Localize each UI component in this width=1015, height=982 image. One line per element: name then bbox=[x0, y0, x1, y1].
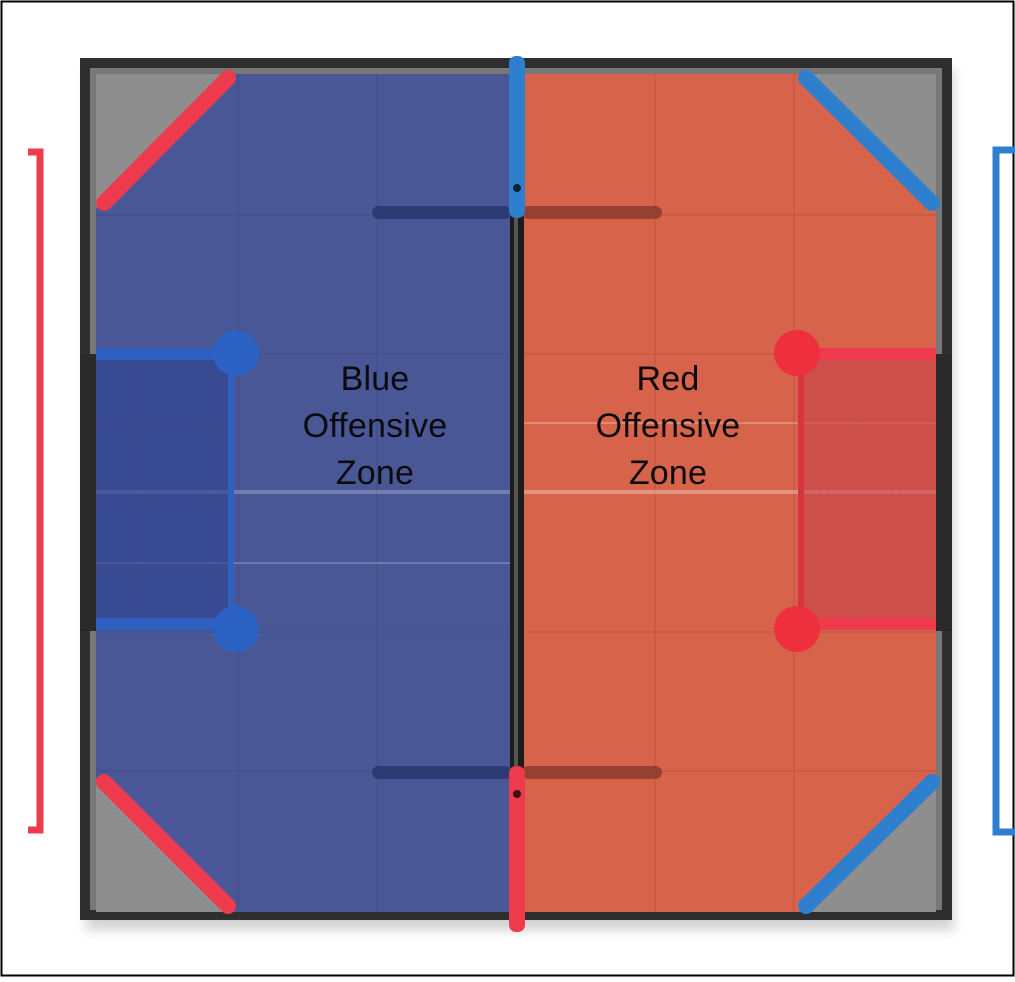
center-top-pipe bbox=[509, 56, 525, 218]
corner-pipe-bottom-left bbox=[96, 774, 236, 914]
center-barrier-highlight bbox=[514, 210, 518, 770]
red-zone bbox=[516, 74, 936, 912]
red-goal-post-bottom bbox=[774, 606, 820, 652]
blue-goal-post-top bbox=[213, 330, 259, 376]
corner-pipe-top-left bbox=[96, 70, 236, 211]
upper-bar bbox=[372, 206, 662, 219]
red-goal-post-top bbox=[774, 330, 820, 376]
blue-side-bracket bbox=[992, 146, 1015, 836]
center-top-pipe-hole bbox=[513, 184, 521, 192]
blue-goal-post-bottom bbox=[213, 606, 259, 652]
center-bottom-pipe-hole bbox=[513, 790, 521, 798]
blue-zone bbox=[96, 74, 516, 912]
lower-bar bbox=[372, 766, 662, 779]
red-side-bracket bbox=[28, 148, 44, 834]
red-goal bbox=[774, 330, 952, 652]
corner-pipe-top-right bbox=[798, 70, 940, 211]
corner-pipe-bottom-right bbox=[798, 774, 940, 914]
blue-goal bbox=[80, 330, 259, 652]
center-bottom-pipe bbox=[509, 766, 525, 932]
